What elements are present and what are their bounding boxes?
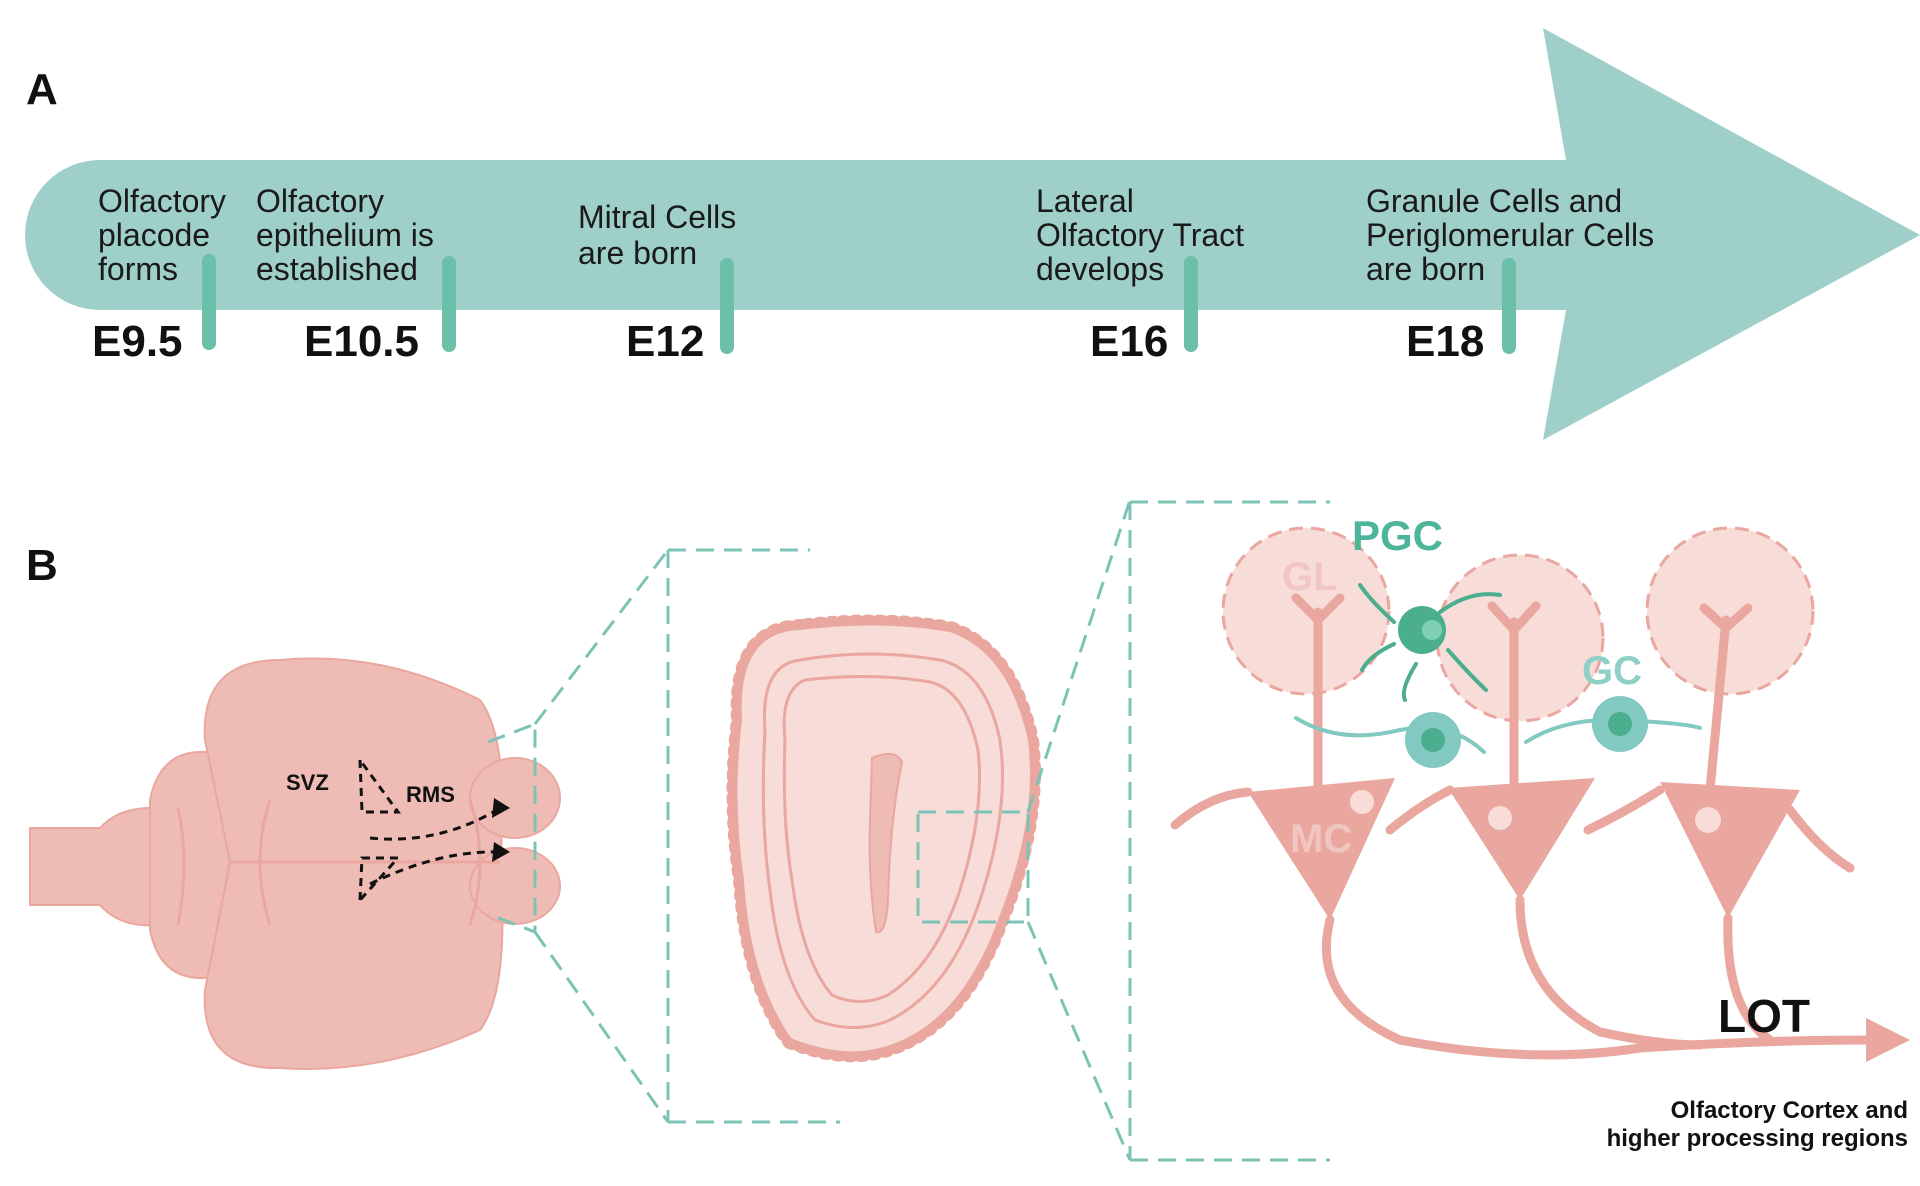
timeline-event-e16: Lateral Olfactory Tract develops E16 <box>1036 183 1244 366</box>
olfactory-bulb-circuit: GL PGC GC MC LOT Olfactory Cortex and hi… <box>1170 512 1910 1152</box>
pgc-label: PGC <box>1352 512 1443 559</box>
target-region-label: Olfactory Cortex and <box>1671 1097 1908 1124</box>
svz-label: SVZ <box>286 770 329 795</box>
glomerulus-icon <box>1435 553 1605 723</box>
event-text-line: Periglomerular Cells <box>1366 217 1654 253</box>
mitral-cell-icon <box>1248 778 1395 920</box>
timeline-event-e12: Mitral Cells are born E12 <box>578 199 736 366</box>
timeline-event-e18: Granule Cells and Periglomerular Cells a… <box>1366 183 1654 366</box>
zoom-lines-brain-to-bulb <box>487 549 670 1123</box>
event-text-line: epithelium is <box>256 217 434 253</box>
timeline-event-e10-5: Olfactory epithelium is established E10.… <box>256 183 456 366</box>
event-text-line: placode <box>98 217 210 253</box>
timeline-tick <box>202 254 216 350</box>
granule-cell-icon <box>1405 712 1461 768</box>
event-text-line: are born <box>1366 251 1485 287</box>
event-text-line: Olfactory <box>256 183 384 219</box>
target-region-label: higher processing regions <box>1607 1125 1908 1152</box>
mouse-brain-dorsal-icon: SVZ RMS <box>29 657 561 1070</box>
timeline-tick <box>720 258 734 354</box>
panel-label-a: A <box>26 65 58 114</box>
gl-label: GL <box>1282 555 1338 599</box>
glomerulus-icon <box>1645 526 1815 696</box>
bulb-section-frame <box>666 548 840 1124</box>
timeline-arrow <box>25 28 1920 440</box>
olfactory-bulb-section-icon <box>726 614 1041 1063</box>
event-text-line: develops <box>1036 251 1164 287</box>
stage-label: E18 <box>1406 317 1484 366</box>
event-text-line: Lateral <box>1036 183 1134 219</box>
lot-label: LOT <box>1718 990 1810 1042</box>
stage-label: E12 <box>626 317 704 366</box>
timeline-tick <box>442 256 456 352</box>
stage-label: E16 <box>1090 317 1168 366</box>
stage-label: E9.5 <box>92 317 183 366</box>
event-text-line: established <box>256 251 418 287</box>
timeline-event-e9-5: Olfactory placode forms E9.5 <box>92 183 226 366</box>
timeline-tick <box>1184 256 1198 352</box>
mitral-cell-icon <box>1660 782 1800 918</box>
timeline-tick <box>1502 258 1516 354</box>
granule-cell-icon <box>1592 696 1648 752</box>
event-text-line: forms <box>98 251 178 287</box>
event-text-line: Mitral Cells <box>578 199 736 235</box>
gc-label: GC <box>1582 649 1642 693</box>
rms-label: RMS <box>406 782 455 807</box>
event-text-line: Olfactory <box>98 183 226 219</box>
stage-label: E10.5 <box>304 317 419 366</box>
circuit-frame <box>1128 500 1330 1162</box>
event-text-line: Granule Cells and <box>1366 183 1622 219</box>
zoom-lines-bulb-to-circuit <box>1026 499 1132 1161</box>
panel-label-b: B <box>26 541 58 590</box>
event-text-line: are born <box>578 235 697 271</box>
event-text-line: Olfactory Tract <box>1036 217 1244 253</box>
mitral-cell-icon <box>1448 778 1595 900</box>
periglomerular-cell-icon <box>1358 583 1502 702</box>
mc-label: MC <box>1290 817 1352 861</box>
